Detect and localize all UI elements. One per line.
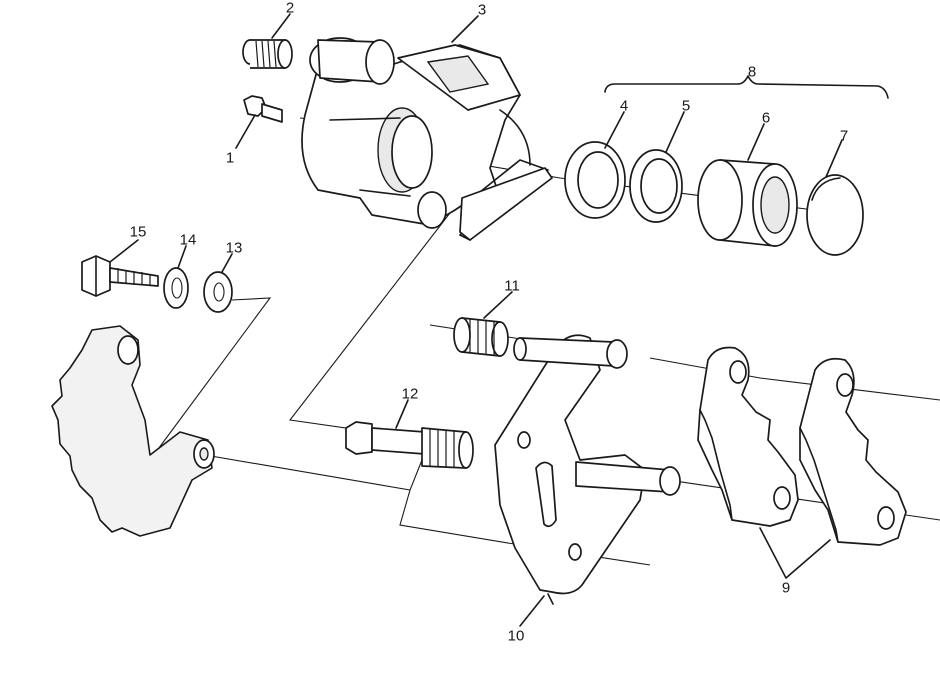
callout-10: 10 bbox=[507, 627, 525, 645]
callout-11: 11 bbox=[504, 277, 520, 295]
part-13-washer bbox=[203, 271, 233, 313]
callout-7: 7 bbox=[839, 127, 849, 145]
part-6-piston bbox=[697, 159, 798, 247]
callout-6: 6 bbox=[761, 109, 771, 127]
knuckle-mount bbox=[51, 325, 215, 537]
callout-4: 4 bbox=[619, 97, 629, 115]
part-3-caliper-body bbox=[301, 37, 553, 241]
part-8-group-bracket bbox=[604, 75, 889, 99]
callout-15: 15 bbox=[129, 223, 147, 241]
part-5-dust-seal bbox=[629, 149, 683, 223]
callout-9: 9 bbox=[781, 579, 791, 597]
callout-5: 5 bbox=[681, 97, 691, 115]
part-11-bushing bbox=[453, 317, 509, 357]
part-7-cap bbox=[806, 174, 864, 256]
callout-13: 13 bbox=[225, 239, 243, 257]
callout-1: 1 bbox=[225, 149, 235, 167]
leader-lines bbox=[109, 13, 843, 627]
part-9-pad-left bbox=[697, 346, 799, 527]
part-14-lock-washer bbox=[163, 267, 189, 309]
part-1-bleeder-screw bbox=[243, 95, 283, 123]
part-2-plug bbox=[242, 39, 293, 69]
part-9-pad-right bbox=[799, 357, 907, 546]
callout-2: 2 bbox=[285, 0, 295, 17]
part-10-bracket bbox=[494, 334, 681, 605]
part-12-pin bbox=[345, 421, 474, 469]
callout-12: 12 bbox=[401, 385, 419, 403]
callout-14: 14 bbox=[179, 231, 197, 249]
callout-3: 3 bbox=[477, 1, 487, 19]
part-4-seal bbox=[564, 141, 626, 219]
part-15-bolt bbox=[81, 255, 159, 297]
callout-8: 8 bbox=[747, 63, 757, 81]
